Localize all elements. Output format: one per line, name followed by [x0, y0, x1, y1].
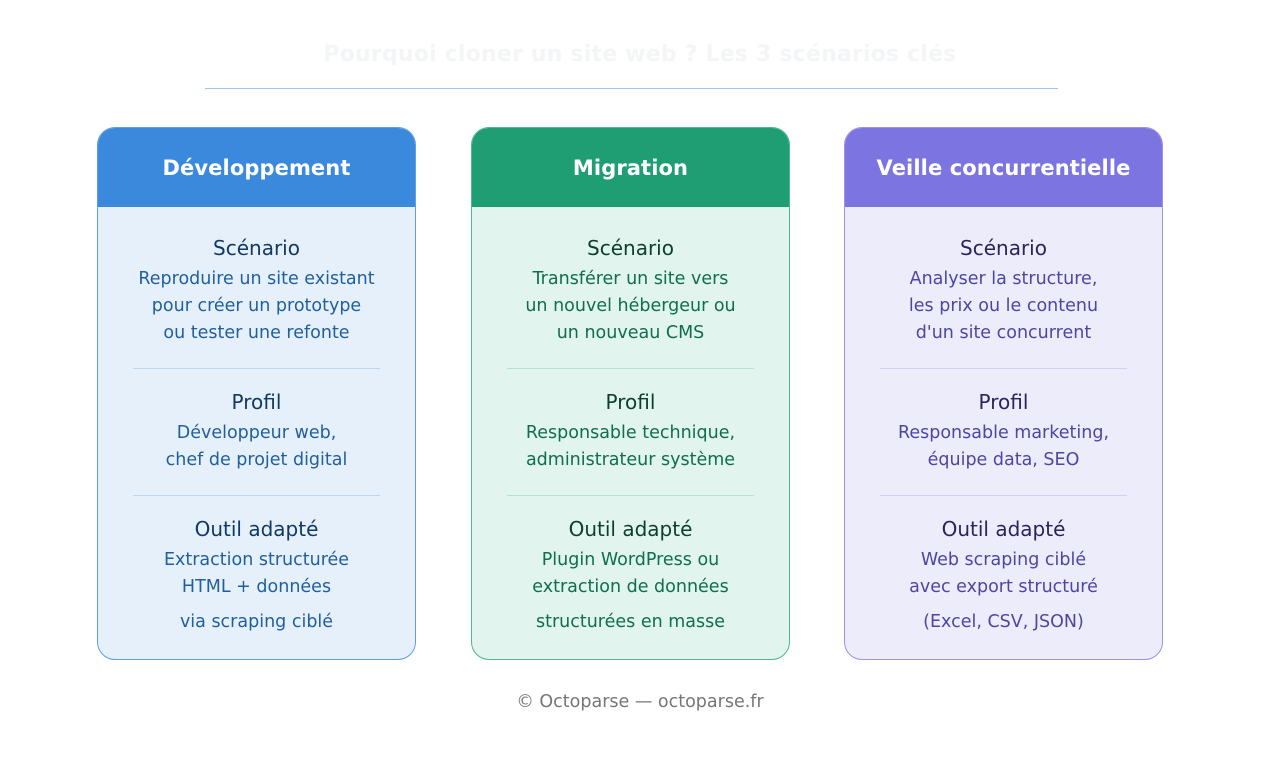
section-text: Responsable marketing, équipe data, SEO	[845, 420, 1162, 474]
text-line: Plugin WordPress ou	[541, 550, 720, 570]
section-profile: Profil Responsable technique, administra…	[472, 390, 789, 474]
section-title: Outil adapté	[194, 517, 319, 541]
section-divider	[133, 368, 380, 369]
text-line: extraction de données	[532, 577, 729, 597]
text-line: chef de projet digital	[165, 450, 348, 470]
title-divider	[205, 88, 1058, 89]
text-line: Analyser la structure,	[909, 269, 1098, 289]
section-text: Web scraping ciblé avec export structuré…	[845, 547, 1162, 636]
text-line: HTML + données	[181, 577, 332, 597]
section-title: Outil adapté	[568, 517, 693, 541]
section-title: Scénario	[213, 236, 300, 260]
card-body: Scénario Transférer un site vers un nouv…	[472, 207, 789, 636]
section-title: Scénario	[960, 236, 1047, 260]
text-line: ou tester une refonte	[163, 323, 350, 343]
card-header: Développement	[98, 128, 415, 207]
text-line: structurées en masse	[535, 612, 726, 632]
section-text: Reproduire un site existant pour créer u…	[98, 266, 415, 347]
text-line: un nouveau CMS	[556, 323, 705, 343]
section-divider	[507, 368, 754, 369]
section-title: Profil	[231, 390, 282, 414]
card-body: Scénario Reproduire un site existant pou…	[98, 207, 415, 636]
text-line: administrateur système	[525, 450, 736, 470]
text-line: Responsable marketing,	[897, 423, 1110, 443]
section-text: Développeur web, chef de projet digital	[98, 420, 415, 474]
card-header: Migration	[472, 128, 789, 207]
section-divider	[880, 495, 1127, 496]
text-line: pour créer un prototype	[151, 296, 362, 316]
section-title: Profil	[605, 390, 656, 414]
text-line: Développeur web,	[176, 423, 337, 443]
section-tool: Outil adapté Plugin WordPress ou extract…	[472, 517, 789, 636]
text-line: équipe data, SEO	[927, 450, 1080, 470]
section-text: Analyser la structure, les prix ou le co…	[845, 266, 1162, 347]
text-line: (Excel, CSV, JSON)	[923, 612, 1084, 632]
card-migration: Migration Scénario Transférer un site ve…	[471, 127, 790, 660]
section-tool: Outil adapté Web scraping ciblé avec exp…	[845, 517, 1162, 636]
text-line: avec export structuré	[909, 577, 1098, 597]
section-text: Plugin WordPress ou extraction de donnée…	[472, 547, 789, 636]
text-line: Web scraping ciblé	[920, 550, 1087, 570]
section-divider	[507, 495, 754, 496]
section-title: Profil	[978, 390, 1029, 414]
section-text: Responsable technique, administrateur sy…	[472, 420, 789, 474]
section-title: Outil adapté	[941, 517, 1066, 541]
text-line: via scraping ciblé	[179, 612, 334, 632]
section-title: Scénario	[587, 236, 674, 260]
section-tool: Outil adapté Extraction structurée HTML …	[98, 517, 415, 636]
section-scenario: Scénario Transférer un site vers un nouv…	[472, 236, 789, 347]
section-scenario: Scénario Reproduire un site existant pou…	[98, 236, 415, 347]
card-header: Veille concurrentielle	[845, 128, 1162, 207]
section-divider	[880, 368, 1127, 369]
card-development: Développement Scénario Reproduire un sit…	[97, 127, 416, 660]
section-profile: Profil Responsable marketing, équipe dat…	[845, 390, 1162, 474]
section-text: Extraction structurée HTML + données via…	[98, 547, 415, 636]
text-line: Reproduire un site existant	[138, 269, 375, 289]
text-line: Transférer un site vers	[532, 269, 729, 289]
text-line: les prix ou le contenu	[908, 296, 1099, 316]
card-competitive-watch: Veille concurrentielle Scénario Analyser…	[844, 127, 1163, 660]
section-text: Transférer un site vers un nouvel héberg…	[472, 266, 789, 347]
section-scenario: Scénario Analyser la structure, les prix…	[845, 236, 1162, 347]
section-profile: Profil Développeur web, chef de projet d…	[98, 390, 415, 474]
text-line: Responsable technique,	[525, 423, 736, 443]
section-divider	[133, 495, 380, 496]
text-line: Extraction structurée	[163, 550, 350, 570]
footer-credit: © Octoparse — octoparse.fr	[516, 692, 764, 712]
page-title: Pourquoi cloner un site web ? Les 3 scén…	[323, 42, 957, 67]
text-line: un nouvel hébergeur ou	[525, 296, 736, 316]
card-body: Scénario Analyser la structure, les prix…	[845, 207, 1162, 636]
text-line: d'un site concurrent	[915, 323, 1092, 343]
